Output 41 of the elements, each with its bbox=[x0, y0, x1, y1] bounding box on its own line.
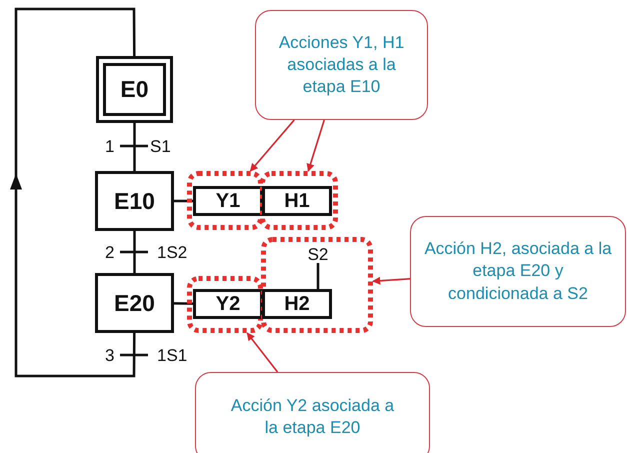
action-box bbox=[262, 289, 332, 319]
action-label: Y1 bbox=[216, 190, 240, 212]
arrow bbox=[372, 276, 410, 285]
arrow bbox=[246, 332, 278, 372]
connector-line bbox=[316, 262, 320, 290]
action-box bbox=[193, 186, 263, 216]
transition-number: 3 bbox=[105, 347, 114, 364]
callout-box bbox=[195, 372, 430, 453]
connector-line bbox=[133, 231, 136, 273]
connector-line bbox=[133, 123, 136, 171]
action-label: H2 bbox=[284, 292, 310, 316]
step-label: E20 bbox=[114, 290, 155, 316]
callout-box bbox=[255, 10, 428, 120]
transition-number: 1 bbox=[105, 138, 114, 155]
highlight-frame bbox=[261, 237, 373, 333]
action-label: H1 bbox=[284, 190, 310, 212]
action-box bbox=[193, 289, 263, 319]
action-label: Y2 bbox=[216, 292, 240, 316]
highlight-frame bbox=[187, 171, 263, 230]
condition-label: S2 bbox=[308, 246, 328, 262]
arrow bbox=[10, 8, 136, 378]
highlight-frame bbox=[260, 171, 338, 230]
step-label: E0 bbox=[120, 76, 149, 103]
transition-condition: 1S2 bbox=[157, 244, 188, 261]
callout-text: Acción H2, asociada a la etapa E20 y condicionada a S2 bbox=[423, 238, 613, 305]
callout-text: Acción Y2 asociada a la etapa E20 bbox=[230, 394, 396, 439]
transition-number: 2 bbox=[105, 244, 114, 261]
callout-box bbox=[410, 216, 626, 327]
callout-text: Acciones Y1, H1 asociadas a la etapa E10 bbox=[278, 32, 406, 98]
arrow bbox=[306, 120, 325, 172]
transition-condition: 1S1 bbox=[157, 347, 188, 364]
highlight-frame bbox=[187, 276, 263, 333]
transition-condition: S1 bbox=[150, 138, 171, 155]
step-box bbox=[95, 273, 174, 333]
connector-line bbox=[174, 200, 193, 202]
arrow bbox=[250, 119, 295, 172]
action-box bbox=[262, 186, 332, 216]
step-label: E10 bbox=[114, 188, 155, 214]
initial-step-box bbox=[96, 56, 173, 123]
step-box bbox=[95, 171, 174, 231]
connector-line bbox=[174, 302, 194, 305]
